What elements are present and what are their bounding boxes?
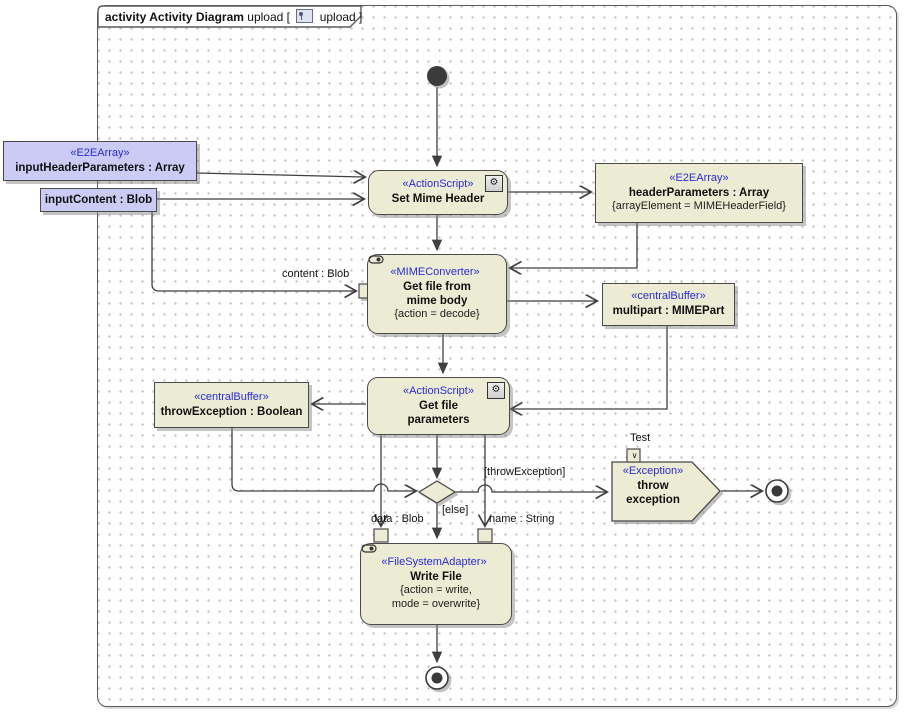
node-name: multipart : MIMEPart: [612, 305, 725, 318]
script-gear-icon: ⚙: [485, 175, 503, 192]
flow-multipart-to-getfile[interactable]: [512, 324, 668, 409]
stereotype-label: «centralBuffer»: [631, 290, 706, 303]
final-node-bottom[interactable]: [425, 666, 449, 690]
activity-frame: [97, 5, 897, 707]
stereotype-label: «centralBuffer»: [194, 390, 269, 403]
activity-diagram-icon: [296, 9, 314, 23]
node-name: throwException : Boolean: [160, 405, 303, 418]
initial-node[interactable]: [427, 66, 447, 86]
set-mime-header-node[interactable]: ⚙ «ActionScript» Set Mime Header: [368, 170, 508, 215]
node-name: inputHeaderParameters : Array: [15, 161, 185, 174]
edge-label-content[interactable]: content : Blob: [282, 268, 350, 280]
flow-decision-to-exception[interactable]: [455, 484, 606, 492]
throw-exception-buffer-node[interactable]: «centralBuffer» throwException : Boolean: [154, 382, 309, 428]
throw-exception-node-label: «Exception» throw exception: [612, 465, 694, 508]
node-name: Write File: [410, 570, 462, 583]
script-gear-icon: ⚙: [487, 382, 505, 399]
edge-label-data[interactable]: data : Blob: [371, 513, 424, 525]
throw-exception-node[interactable]: [611, 461, 721, 522]
frame-title-context-open: upload [: [247, 10, 290, 24]
name-input-pin[interactable]: [477, 528, 493, 543]
input-content-node[interactable]: inputContent : Blob: [40, 188, 157, 212]
multipart-node[interactable]: «centralBuffer» multipart : MIMEPart: [602, 283, 735, 326]
edge-guard-throwexception[interactable]: [throwException]: [484, 466, 566, 478]
node-constraint-line2: mode = overwrite}: [391, 598, 481, 611]
node-constraint: {arrayElement = MIMEHeaderField}: [612, 200, 786, 213]
stereotype-label: «E2EArray»: [70, 146, 130, 159]
node-name-line1: Get file from: [403, 280, 471, 293]
node-name-line2: parameters: [407, 413, 470, 426]
node-name: inputContent : Blob: [44, 193, 153, 206]
node-name: headerParameters : Array: [628, 186, 770, 199]
stereotype-label: «ActionScript»: [402, 178, 474, 191]
test-pin-label[interactable]: Test: [630, 432, 651, 444]
test-pin-glyph: ∨: [631, 451, 638, 460]
stereotype-label: «ActionScript»: [403, 384, 474, 397]
frame-title-keyword: activity Activity Diagram: [105, 10, 244, 24]
stereotype-label: «Exception»: [622, 465, 684, 477]
test-pin[interactable]: [626, 448, 641, 463]
write-file-node[interactable]: «FileSystemAdapter» Write File {action =…: [360, 543, 512, 625]
frame-title-tab: [97, 5, 362, 28]
node-name-line2: exception: [626, 494, 680, 507]
node-constraint: {action = decode}: [394, 308, 480, 321]
header-parameters-node[interactable]: «E2EArray» headerParameters : Array {arr…: [595, 163, 803, 223]
node-name-line1: Get file: [419, 399, 458, 412]
node-constraint-line1: {action = write,: [400, 584, 472, 597]
frame-title-context-close: upload ]: [319, 10, 363, 24]
stereotype-label: «E2EArray»: [669, 172, 729, 185]
final-node-right[interactable]: [765, 479, 789, 503]
node-name-line1: throw: [637, 479, 669, 492]
flow-inputcontent-to-contentpin[interactable]: [151, 211, 355, 291]
edge-guard-else[interactable]: [else]: [442, 504, 469, 516]
get-file-parameters-node[interactable]: ⚙ «ActionScript» Get file parameters: [367, 377, 510, 435]
edge-label-name[interactable]: name : String: [489, 513, 555, 525]
frame-title: activity Activity Diagram upload [ uploa…: [105, 9, 362, 24]
input-header-parameters-node[interactable]: «E2EArray» inputHeaderParameters : Array: [3, 141, 197, 181]
mime-converter-node[interactable]: «MIMEConverter» Get file from mime body …: [367, 254, 507, 334]
flow-inputheader-to-setmime[interactable]: [195, 173, 364, 177]
node-name-line2: mime body: [406, 295, 468, 307]
node-name: Set Mime Header: [391, 193, 485, 206]
stereotype-label: «FileSystemAdapter»: [381, 556, 487, 569]
flow-throwbuffer-to-decision[interactable]: [231, 427, 415, 491]
stereotype-label: «MIMEConverter»: [390, 265, 480, 278]
data-input-pin[interactable]: [373, 528, 389, 543]
flow-headerparams-to-mimeconverter[interactable]: [511, 221, 638, 268]
decision-node[interactable]: [417, 480, 457, 504]
